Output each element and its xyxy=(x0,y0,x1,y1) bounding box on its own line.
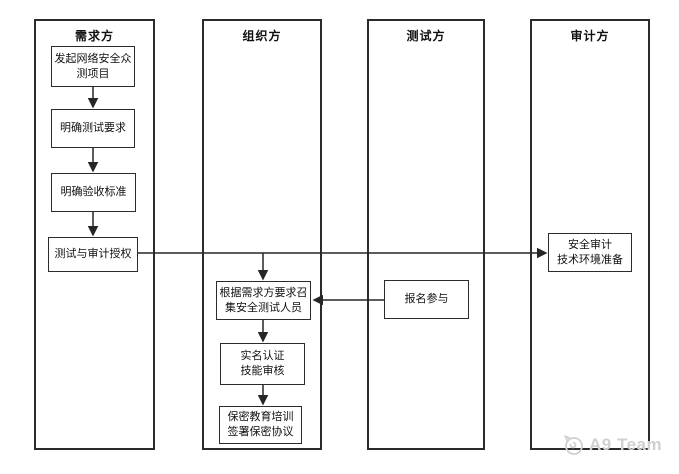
node-convene-testers: 根据需求方要求召 集安全测试人员 xyxy=(216,281,311,320)
watermark-text: A9 Team xyxy=(589,435,663,454)
lane-organizer: 组织方 xyxy=(202,19,322,450)
node-confidentiality-training: 保密教育培训 签署保密协议 xyxy=(219,406,302,444)
node-signup-participate: 报名参与 xyxy=(384,280,469,319)
node-test-requirements: 明确测试要求 xyxy=(51,109,135,148)
lane-tester-title: 测试方 xyxy=(406,29,446,43)
node-initiate-project: 发起网络安全众 测项目 xyxy=(51,46,135,87)
node-identity-skill-review: 实名认证 技能审核 xyxy=(220,343,305,385)
node-audit-environment-prep: 安全审计 技术环境准备 xyxy=(548,233,632,272)
lane-demander-title: 需求方 xyxy=(74,29,114,43)
lane-tester: 测试方 xyxy=(367,19,485,450)
a9team-cat-logo-icon xyxy=(563,434,583,455)
watermark: A9 Team xyxy=(561,434,662,456)
node-test-audit-authorization: 测试与审计授权 xyxy=(48,237,138,272)
node-acceptance-criteria: 明确验收标准 xyxy=(51,173,136,212)
lane-auditor-title: 审计方 xyxy=(570,29,610,43)
lane-organizer-title: 组织方 xyxy=(242,29,282,43)
